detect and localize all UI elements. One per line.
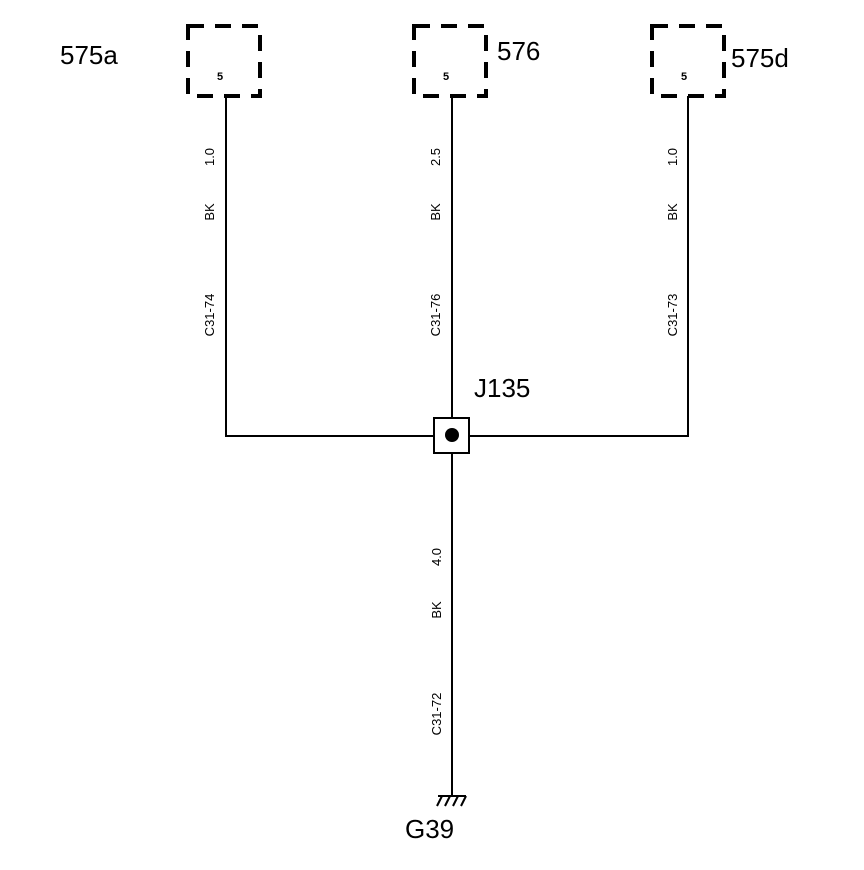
wire-575a — [225, 96, 452, 437]
junction-dot — [445, 428, 459, 442]
connector-575d-label: 575d — [731, 43, 789, 73]
wire-576-circuit: C31-76 — [428, 294, 443, 337]
connector-576-pin: 5 — [443, 71, 449, 83]
ground-wire-labels: 4.0 BK C31-72 — [429, 548, 444, 735]
connector-576-label: 576 — [497, 36, 540, 66]
wire-575d-size: 1.0 — [665, 148, 680, 166]
ground-label: G39 — [405, 814, 454, 844]
ground-wire-circuit: C31-72 — [429, 693, 444, 736]
connector-575d: 5 575d — [650, 24, 789, 98]
junction-label: J135 — [474, 373, 530, 403]
wire-575d-labels: 1.0 BK C31-73 — [665, 148, 680, 336]
wire-575a-size: 1.0 — [202, 148, 217, 166]
wire-575d-color: BK — [665, 203, 680, 221]
wire-575d-circuit: C31-73 — [665, 294, 680, 337]
connector-575a: 5 575a — [60, 24, 262, 98]
ground-wire-color: BK — [429, 601, 444, 619]
connector-575a-pin: 5 — [217, 71, 223, 83]
connector-575a-box — [186, 24, 262, 98]
wire-576-color: BK — [428, 203, 443, 221]
connector-576: 5 576 — [412, 24, 540, 98]
connector-575d-box — [650, 24, 726, 98]
ground-icon — [436, 795, 467, 807]
wire-575a-color: BK — [202, 203, 217, 221]
wire-575d — [452, 96, 689, 437]
connector-575a-label: 575a — [60, 40, 118, 70]
wire-576-size: 2.5 — [428, 148, 443, 166]
ground-wire-size: 4.0 — [429, 548, 444, 566]
wire-575a-circuit: C31-74 — [202, 294, 217, 337]
connector-576-box — [412, 24, 488, 98]
wire-576-labels: 2.5 BK C31-76 — [428, 148, 443, 336]
wire-575a-labels: 1.0 BK C31-74 — [202, 148, 217, 336]
ground-g39: G39 — [405, 795, 467, 844]
connector-575d-pin: 5 — [681, 71, 687, 83]
junction-j135: J135 — [433, 373, 530, 454]
